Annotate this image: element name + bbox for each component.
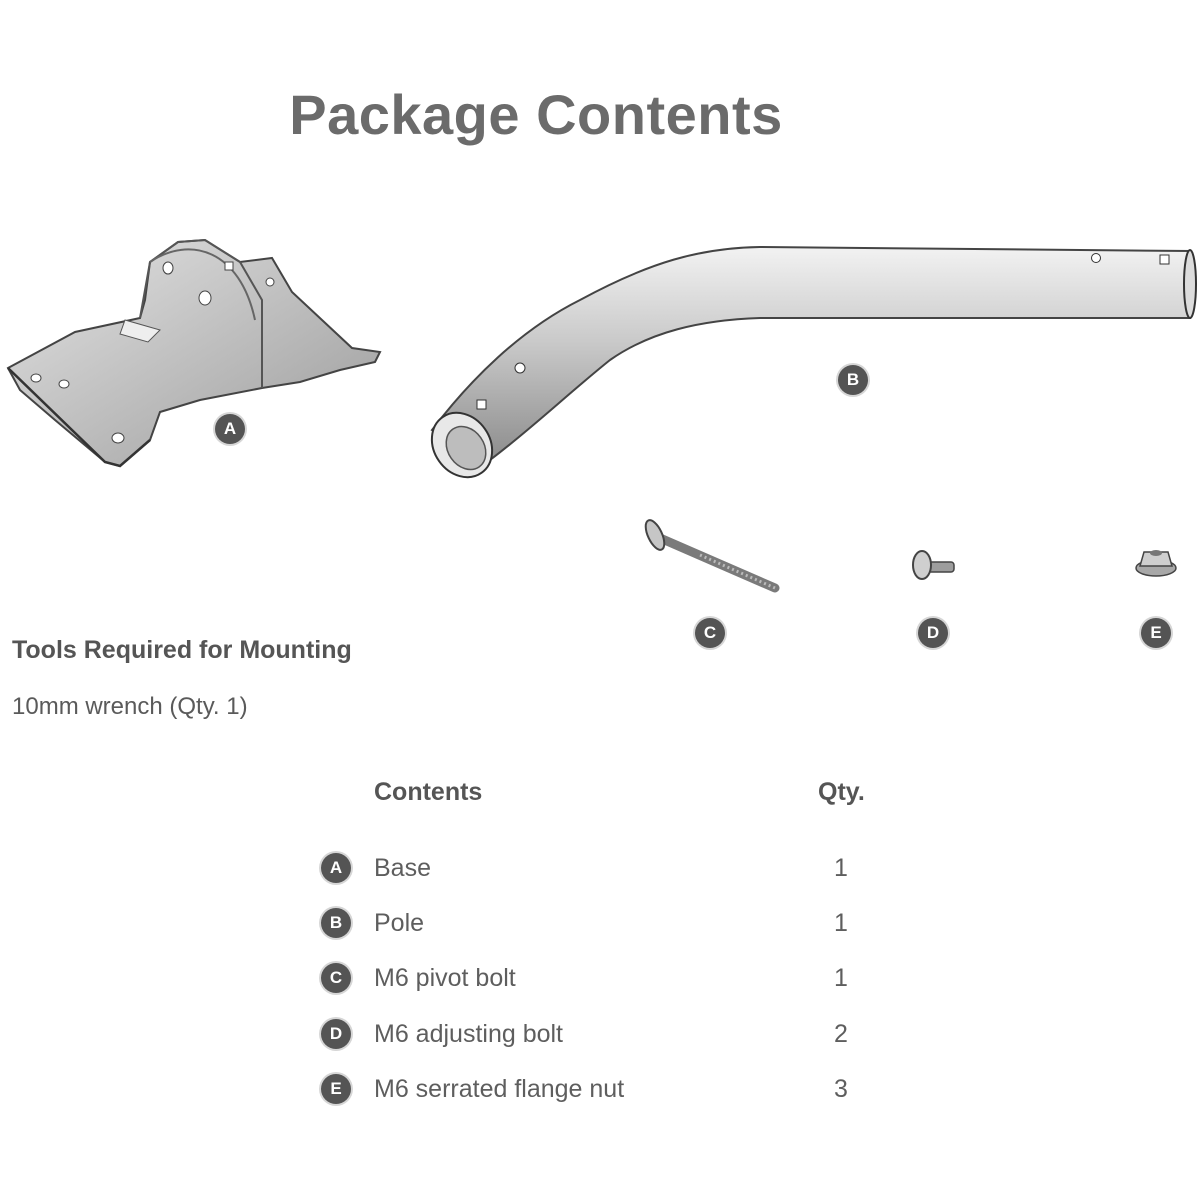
- table-row: A Base 1: [0, 850, 1200, 890]
- part-label-a-badge: A: [215, 414, 245, 444]
- row-qty: 3: [834, 1075, 848, 1103]
- row-name: M6 pivot bolt: [374, 964, 516, 992]
- flange-nut-part-image: [1135, 550, 1177, 577]
- table-row: B Pole 1: [0, 905, 1200, 945]
- row-name: Pole: [374, 909, 425, 937]
- qty-column-header: Qty.: [818, 778, 865, 806]
- table-row: D M6 adjusting bolt 2: [0, 1016, 1200, 1056]
- part-label-d-badge: D: [918, 618, 948, 648]
- row-name: Base: [374, 854, 431, 882]
- row-qty: 1: [834, 909, 848, 937]
- tools-text: 10mm wrench (Qty. 1): [12, 693, 248, 720]
- table-row: C M6 pivot bolt 1: [0, 960, 1200, 1000]
- contents-column-header: Contents: [374, 778, 483, 806]
- row-badge: E: [321, 1074, 351, 1104]
- row-badge: C: [321, 963, 351, 993]
- part-label-e-badge: E: [1141, 618, 1171, 648]
- base-part-image: [6, 238, 382, 468]
- row-badge: D: [321, 1019, 351, 1049]
- row-qty: 1: [834, 854, 848, 882]
- row-name: M6 adjusting bolt: [374, 1020, 564, 1048]
- part-label-b-badge: B: [838, 365, 868, 395]
- pivot-bolt-part-image: [644, 519, 780, 593]
- adjusting-bolt-part-image: [912, 550, 955, 580]
- part-label-c-badge: C: [695, 618, 725, 648]
- row-badge: A: [321, 853, 351, 883]
- parts-illustration: [6, 238, 1197, 593]
- row-badge: B: [321, 908, 351, 938]
- tools-heading: Tools Required for Mounting: [12, 636, 352, 664]
- page-title: Package Contents: [289, 83, 783, 146]
- row-qty: 2: [834, 1020, 848, 1048]
- pole-part-image: [430, 245, 1197, 479]
- table-row: E M6 serrated flange nut 3: [0, 1071, 1200, 1111]
- row-name: M6 serrated flange nut: [374, 1075, 625, 1103]
- row-qty: 1: [834, 964, 848, 992]
